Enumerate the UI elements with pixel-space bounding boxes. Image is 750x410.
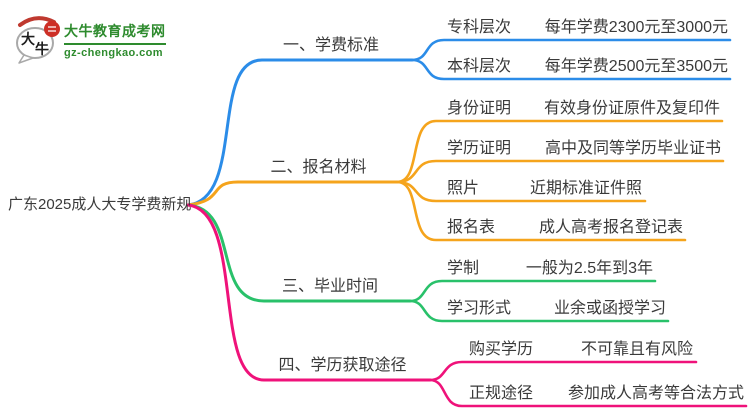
svg-text:大: 大 bbox=[21, 31, 35, 48]
child-value: 高中及同等学历毕业证书 bbox=[544, 140, 721, 157]
node-photo: 照片 近期标准证件照 bbox=[447, 176, 642, 200]
child-label: 购买学历 bbox=[469, 341, 534, 358]
node-education-proof: 学历证明 高中及同等学历毕业证书 bbox=[447, 136, 721, 160]
branch-graduation-time: 三、毕业时间 bbox=[281, 278, 378, 295]
node-formal-way: 正规途径 参加成人高考等合法方式 bbox=[469, 381, 744, 405]
child-value: 近期标准证件照 bbox=[529, 180, 642, 197]
node-buy-diploma: 购买学历 不可靠且有风险 bbox=[469, 337, 693, 361]
node-college-level: 专科层次 每年学费2300元至3000元 bbox=[447, 15, 728, 39]
node-study-duration: 学制 一般为2.5年到3年 bbox=[447, 256, 653, 280]
branch-application-materials: 二、报名材料 bbox=[270, 159, 367, 176]
child-value: 每年学费2500元至3500元 bbox=[544, 58, 728, 75]
branch-tuition-standard: 一、学费标准 bbox=[282, 37, 379, 54]
child-value: 每年学费2300元至3000元 bbox=[544, 19, 728, 36]
node-bachelor-level: 本科层次 每年学费2500元至3500元 bbox=[447, 54, 728, 78]
node-id-proof: 身份证明 有效身份证原件及复印件 bbox=[447, 96, 720, 120]
logo-text-block: 大牛教育成考网 gz-chengkao.com bbox=[64, 21, 166, 59]
child-label: 学历证明 bbox=[447, 140, 512, 157]
node-study-mode: 学习形式 业余或函授学习 bbox=[447, 296, 666, 320]
child-value: 一般为2.5年到3年 bbox=[525, 260, 653, 277]
child-value: 业余或函授学习 bbox=[553, 300, 666, 317]
child-value: 不可靠且有风险 bbox=[580, 341, 693, 358]
branch-4-lines bbox=[186, 203, 748, 408]
child-label: 本科层次 bbox=[447, 58, 512, 75]
node-registration-form: 报名表 成人高考报名登记表 bbox=[447, 215, 683, 239]
child-label: 专科层次 bbox=[447, 19, 512, 36]
daniu-bull-icon: 大 牛 bbox=[16, 16, 60, 64]
child-value: 成人高考报名登记表 bbox=[538, 219, 683, 236]
branch-2-lines bbox=[186, 119, 725, 242]
child-label: 身份证明 bbox=[447, 100, 512, 117]
branch-1-lines bbox=[186, 38, 732, 207]
child-label: 学制 bbox=[447, 260, 480, 277]
svg-text:牛: 牛 bbox=[35, 41, 49, 58]
branch-3-lines bbox=[186, 203, 670, 323]
child-value: 参加成人高考等合法方式 bbox=[567, 385, 744, 402]
site-name: 大牛教育成考网 bbox=[64, 21, 166, 45]
branch-degree-acquisition: 四、学历获取途径 bbox=[278, 357, 407, 374]
root-node-title: 广东2025成人大专学费新规 bbox=[8, 196, 192, 213]
child-value: 有效身份证原件及复印件 bbox=[543, 100, 720, 117]
child-label: 正规途径 bbox=[469, 385, 534, 402]
child-label: 学习形式 bbox=[447, 300, 512, 317]
child-label: 报名表 bbox=[447, 219, 496, 236]
child-label: 照片 bbox=[447, 180, 480, 197]
site-logo: 大 牛 大牛教育成考网 gz-chengkao.com bbox=[14, 10, 166, 64]
site-domain: gz-chengkao.com bbox=[64, 47, 163, 59]
